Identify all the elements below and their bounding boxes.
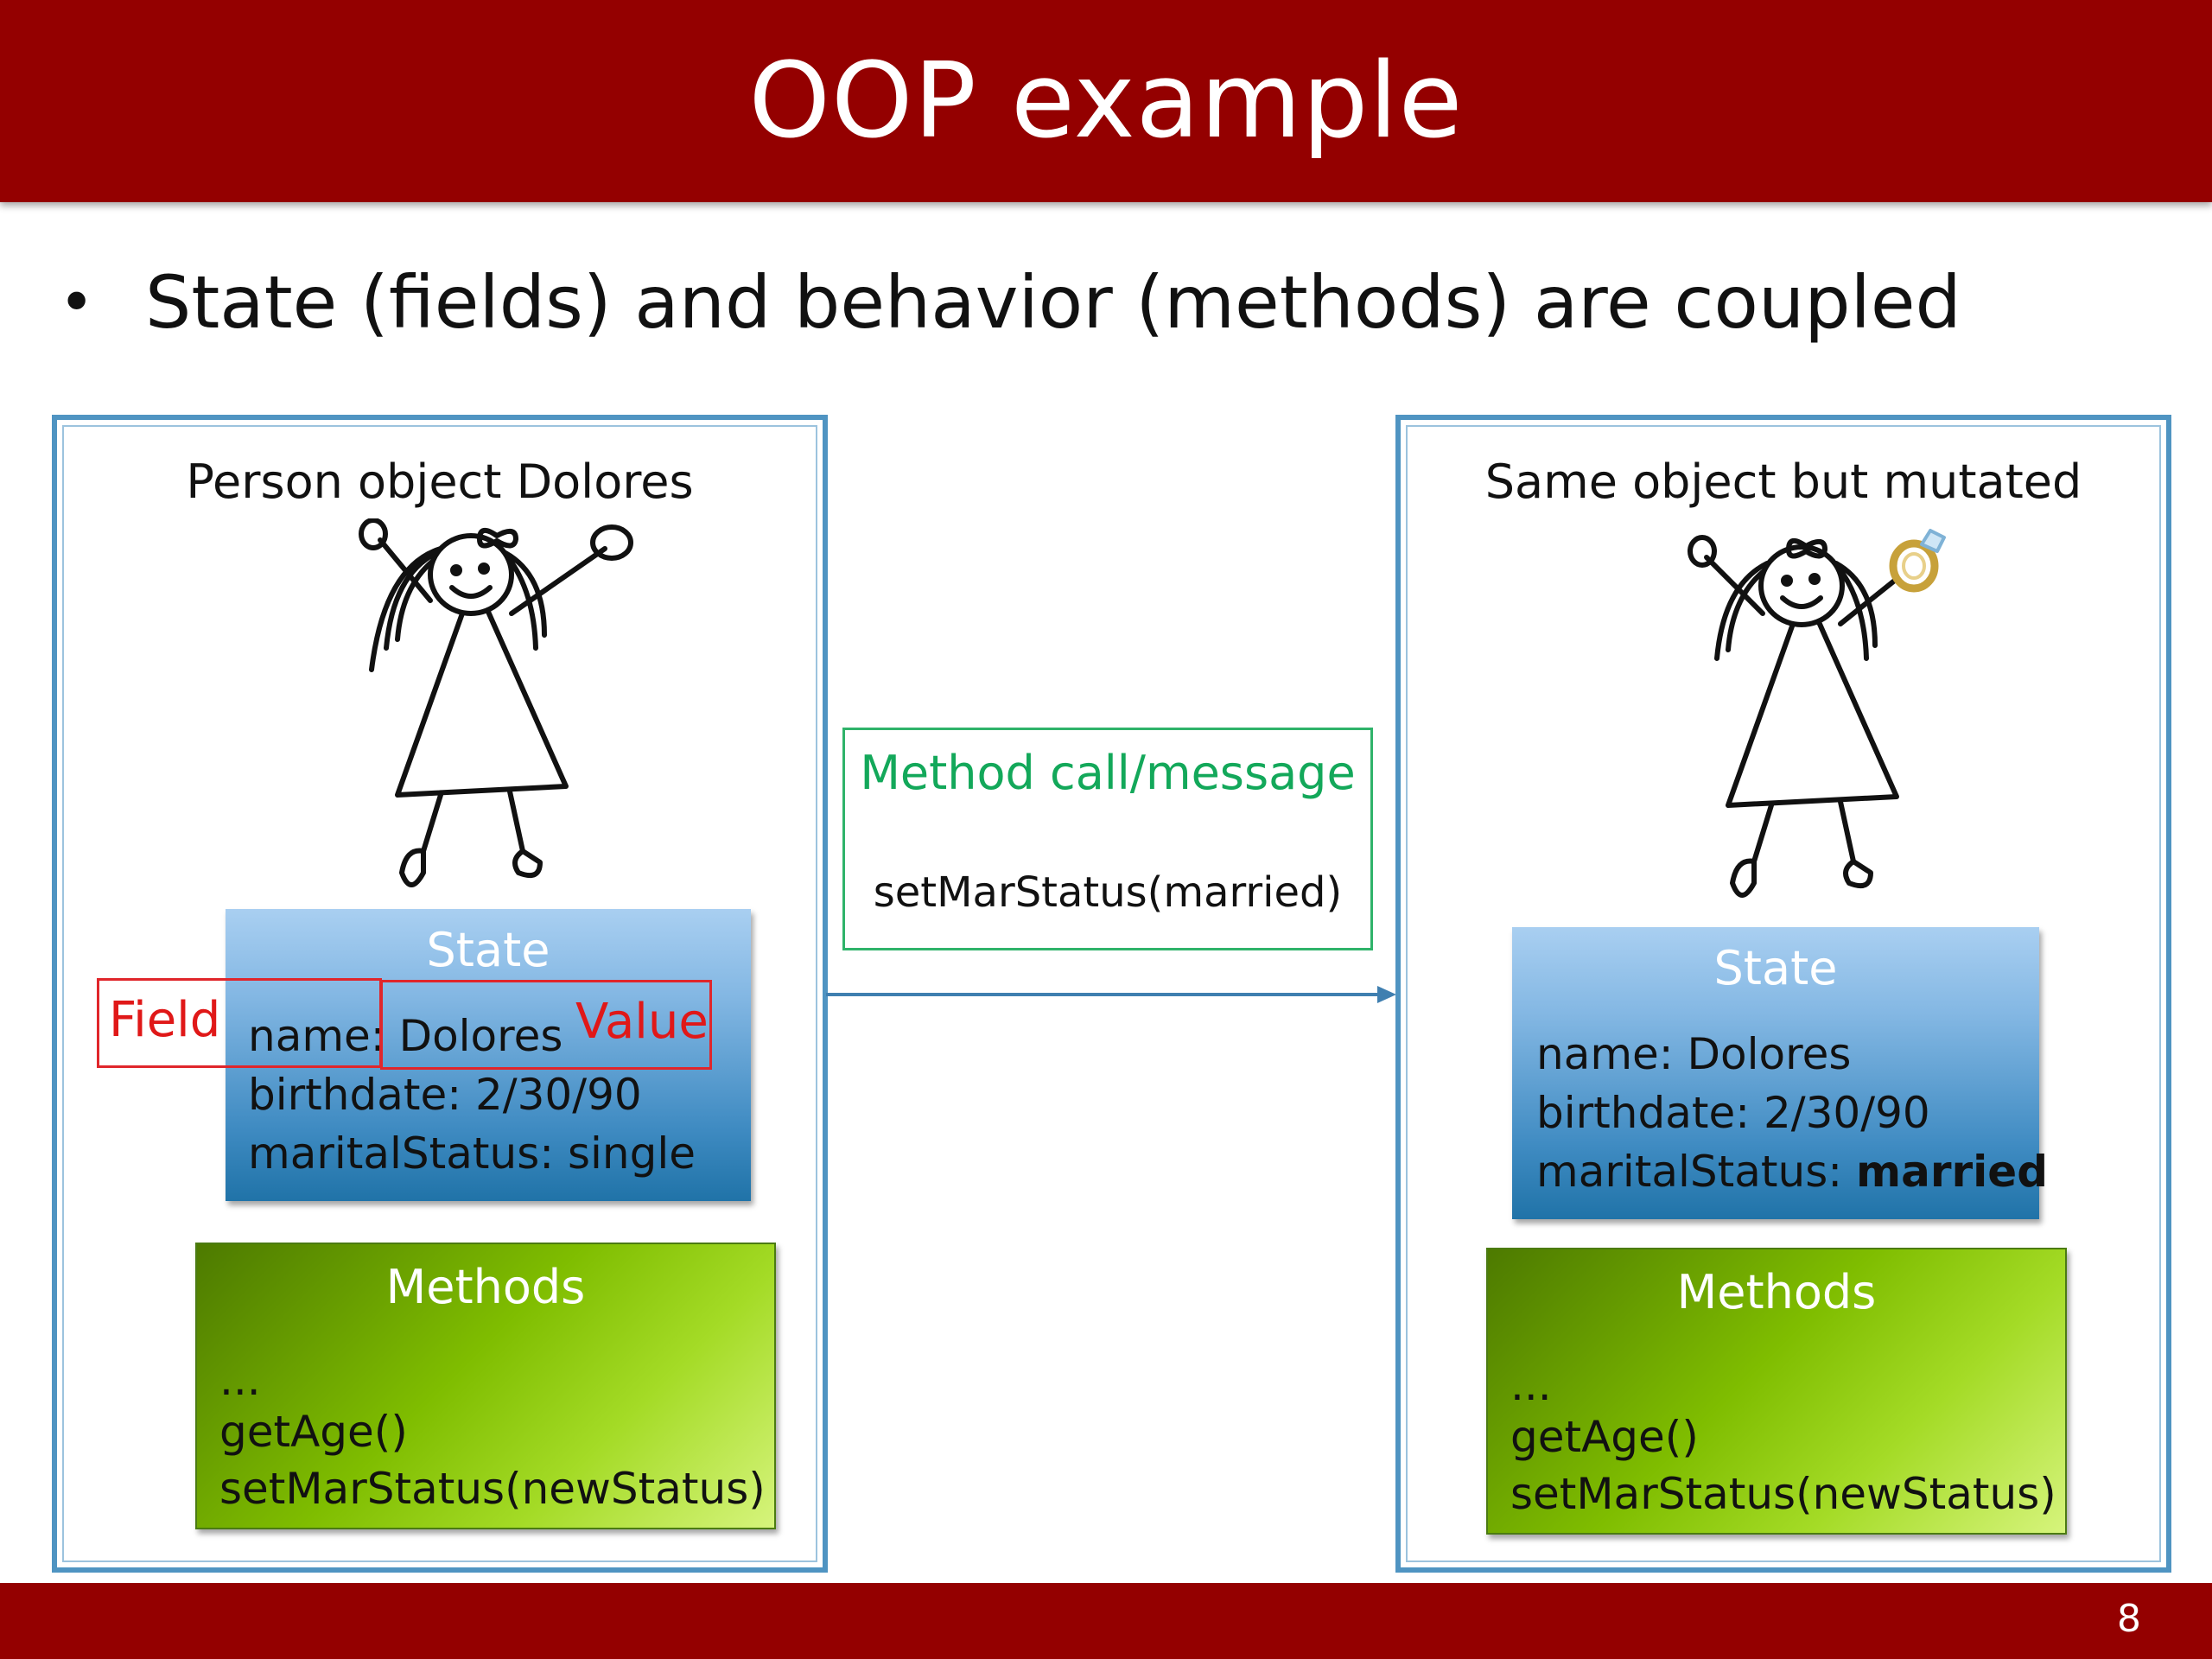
right-state-birthdate: birthdate: 2/30/90 [1536,1088,1930,1138]
message-arrow [826,986,1396,1003]
bullet-dot-icon: • [59,267,95,338]
right-state-marital-status: maritalStatus: married [1536,1147,2048,1197]
marital-status-value: married [1856,1147,2048,1197]
page-number: 8 [2117,1597,2141,1641]
right-methods-title: Methods [1676,1265,1877,1319]
left-state-birthdate: birthdate: 2/30/90 [248,1070,642,1120]
stick-figure-with-ring-icon [1688,529,1946,898]
left-state-marital-status: maritalStatus: single [248,1128,696,1179]
bullet-point: • State (fields) and behavior (methods) … [59,251,1961,354]
left-method-getage: getAge() [219,1407,408,1457]
method-call-title: Method call/message [860,746,1356,800]
value-annotation-label: Value [575,994,709,1050]
stick-figure-icon [359,518,633,887]
field-name-key: name: [248,1011,385,1061]
left-panel-heading: Person object Dolores [186,454,694,509]
right-state-box: State name: Dolores birthdate: 2/30/90 m… [1512,927,2048,1219]
left-methods-title: Methods [385,1260,586,1314]
bullet-text: State (fields) and behavior (methods) ar… [145,260,1961,345]
method-call-box: Method call/message setMarStatus(married… [842,728,1373,950]
marital-status-key: maritalStatus: [1536,1147,1856,1197]
left-method-setmarstatus: setMarStatus(newStatus) [219,1464,766,1514]
left-state-box: State name: Dolores birthdate: 2/30/90 m… [226,909,751,1201]
value-annotation-box [380,980,712,1070]
right-method-setmarstatus: setMarStatus(newStatus) [1510,1469,2056,1519]
right-method-getage: getAge() [1510,1412,1699,1462]
left-method-ellipsis: ... [219,1355,261,1405]
left-methods-box: Methods ... getAge() setMarStatus(newSta… [195,1243,776,1529]
field-annotation-label: Field [109,992,221,1048]
right-state-name: name: Dolores [1536,1029,1852,1079]
left-state-title: State [426,923,550,977]
method-call-code: setMarStatus(married) [873,868,1343,917]
right-methods-box: Methods ... getAge() setMarStatus(newSta… [1486,1248,2067,1535]
footer-banner [0,1583,2212,1659]
left-object-panel: Person object Dolores [52,415,828,1573]
right-object-panel: Same object but mutated [1395,415,2171,1573]
right-state-title: State [1713,941,1838,995]
left-state-name-row: name: Dolores [248,1011,563,1061]
right-method-ellipsis: ... [1510,1360,1552,1410]
title-banner [0,0,2212,202]
field-name-value: Dolores [398,1011,563,1061]
slide-title: OOP example [748,41,1464,162]
right-panel-heading: Same object but mutated [1484,454,2082,509]
